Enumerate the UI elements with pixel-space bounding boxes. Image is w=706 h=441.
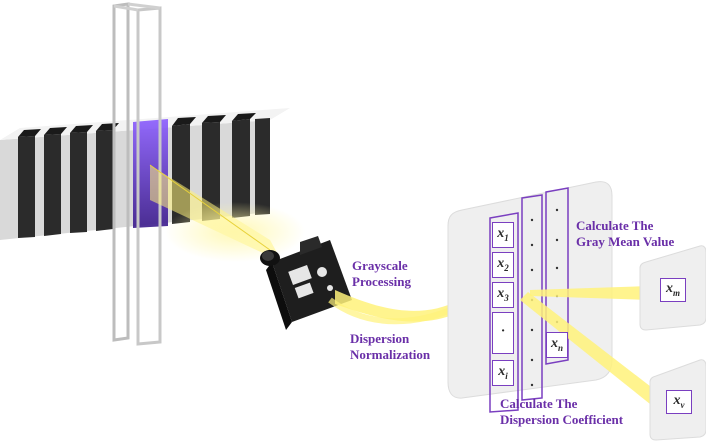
cell-base: x xyxy=(498,364,506,379)
matrix-cell-x2: x2 xyxy=(492,252,514,278)
cell-sub: 1 xyxy=(504,232,509,243)
matrix-cell-xi: xi xyxy=(492,360,514,386)
label-dispersion-normalization: Dispersion Normalization xyxy=(350,331,430,363)
output-sub: v xyxy=(680,399,685,410)
label-line: Calculate The xyxy=(576,218,654,233)
glass-plates xyxy=(112,2,162,346)
matrix-cell-x1: x1 xyxy=(492,222,514,248)
label-line: Calculate The xyxy=(500,396,578,411)
cell-base: · xyxy=(501,324,505,339)
label-dispersion-coefficient: Calculate The Dispersion Coefficient xyxy=(500,396,623,428)
processing-panel xyxy=(447,181,613,413)
matrix-cell-xn: xn xyxy=(546,332,568,358)
label-line: Processing xyxy=(352,274,411,289)
label-line: Gray Mean Value xyxy=(576,234,675,249)
cell-sub: 3 xyxy=(504,292,509,303)
matrix-cell-ellipsis: · xyxy=(492,312,514,354)
label-line: Normalization xyxy=(350,347,431,362)
output-base: x xyxy=(673,393,681,408)
label-line: Dispersion Coefficient xyxy=(500,412,624,427)
matrix-cell-x3: x3 xyxy=(492,282,514,308)
output-coef-box: xv xyxy=(666,390,692,414)
cell-base: x xyxy=(550,336,558,351)
cell-base: x xyxy=(497,286,505,301)
cell-sub: 2 xyxy=(504,262,509,273)
label-line: Grayscale xyxy=(352,258,408,273)
cell-base: x xyxy=(497,256,505,271)
label-gray-mean-value: Calculate The Gray Mean Value xyxy=(576,218,674,250)
cell-base: x xyxy=(497,226,505,241)
cell-sub: i xyxy=(505,370,508,381)
output-mean-box: xm xyxy=(660,278,686,302)
label-grayscale-processing: Grayscale Processing xyxy=(352,258,411,290)
light-beam-input xyxy=(149,164,305,262)
stripe-grating xyxy=(0,108,290,240)
output-base: x xyxy=(665,281,673,296)
grating-bars xyxy=(18,118,270,238)
label-line: Dispersion xyxy=(350,331,410,346)
cell-sub: n xyxy=(557,342,563,353)
output-sub: m xyxy=(672,287,680,298)
light-beam-processing xyxy=(328,290,464,325)
light-beam-outputs xyxy=(520,286,668,412)
